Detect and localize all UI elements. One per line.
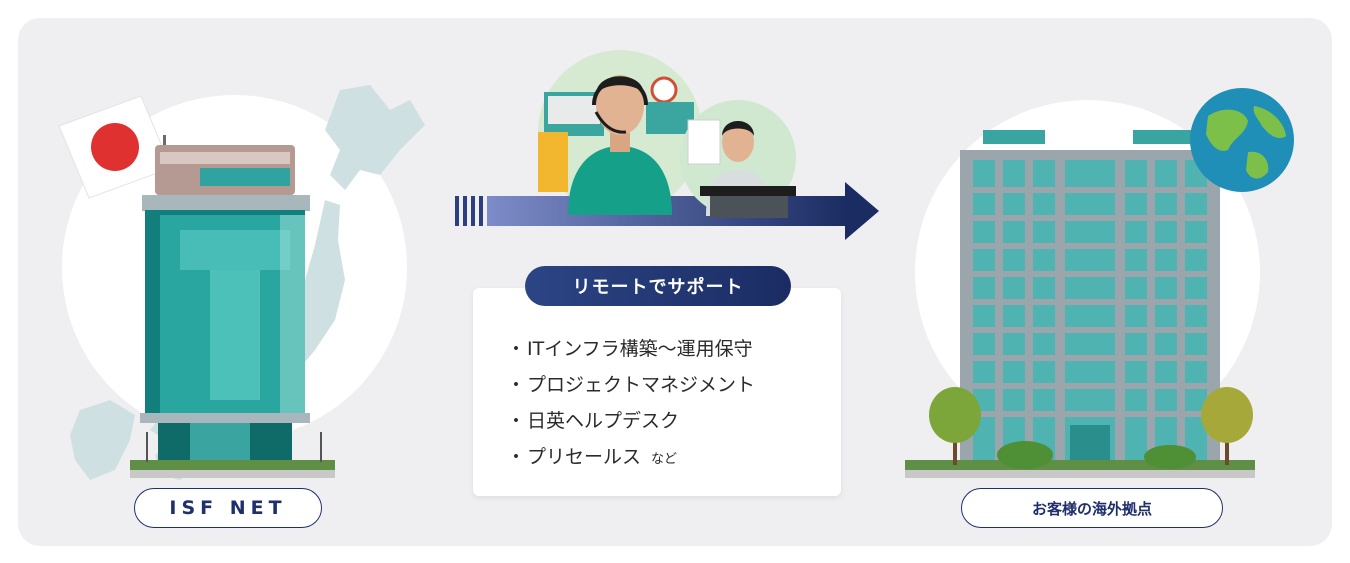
- isf-net-text: ISF NET: [169, 497, 287, 519]
- remote-support-text: リモートでサポート: [572, 277, 744, 298]
- japan-flag-icon: [58, 95, 172, 199]
- service-item: ・ ITインフラ構築～運用保守: [505, 336, 755, 372]
- bullet: ・: [506, 374, 526, 396]
- support-staff-icon: [538, 50, 796, 218]
- customer-site-label: お客様の海外拠点: [961, 488, 1223, 528]
- bullet: ・: [506, 410, 526, 432]
- customer-site-text: お客様の海外拠点: [1031, 499, 1152, 518]
- bullet: ・: [506, 446, 526, 468]
- isf-net-logo-label: ISF NET: [134, 488, 322, 528]
- service-item: ・ 日英ヘルプデスク: [505, 408, 755, 444]
- service-text: 日英ヘルプデスク: [527, 410, 680, 432]
- bullet: ・: [506, 338, 526, 360]
- service-item: ・ プリセールス など: [505, 444, 755, 480]
- service-text: プロジェクトマネジメント: [527, 374, 756, 396]
- overseas-office-building-icon: [905, 130, 1255, 478]
- remote-support-badge: リモートでサポート: [525, 266, 791, 306]
- globe-icon: [1190, 88, 1294, 192]
- service-text: プリセールス: [527, 446, 642, 468]
- services-card: [473, 288, 841, 496]
- service-text: ITインフラ構築～運用保守: [527, 338, 753, 360]
- service-suffix: など: [651, 452, 678, 467]
- isf-office-building-icon: [130, 135, 335, 478]
- services-list: ・ ITインフラ構築～運用保守 ・ プロジェクトマネジメント ・ 日英ヘルプデス…: [505, 336, 755, 480]
- service-item: ・ プロジェクトマネジメント: [505, 372, 755, 408]
